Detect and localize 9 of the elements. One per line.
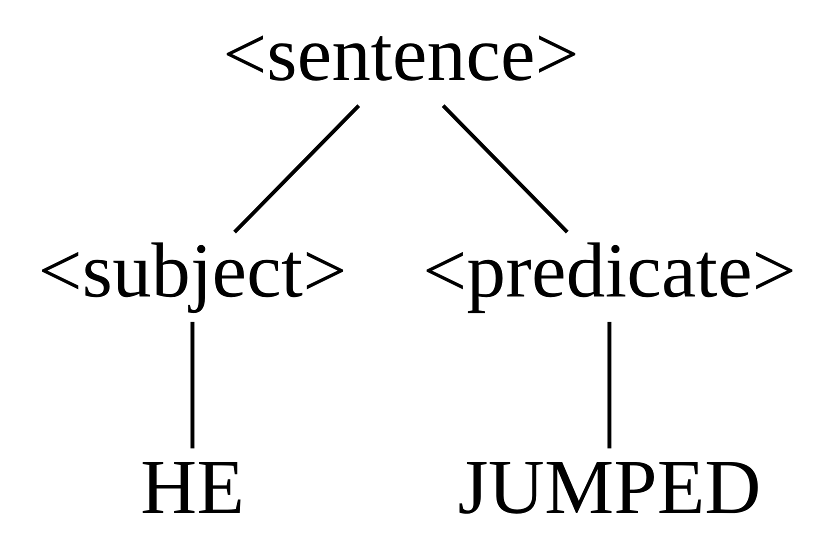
node-text: HE [140,444,244,530]
connector [190,322,194,448]
node-text: <predicate> [422,227,796,314]
node-text: JUMPED [458,444,761,530]
connector [442,104,569,234]
node-text: <sentence> [222,11,580,98]
connector [607,322,612,448]
node-text: <subject> [38,227,347,314]
connector [233,104,360,234]
